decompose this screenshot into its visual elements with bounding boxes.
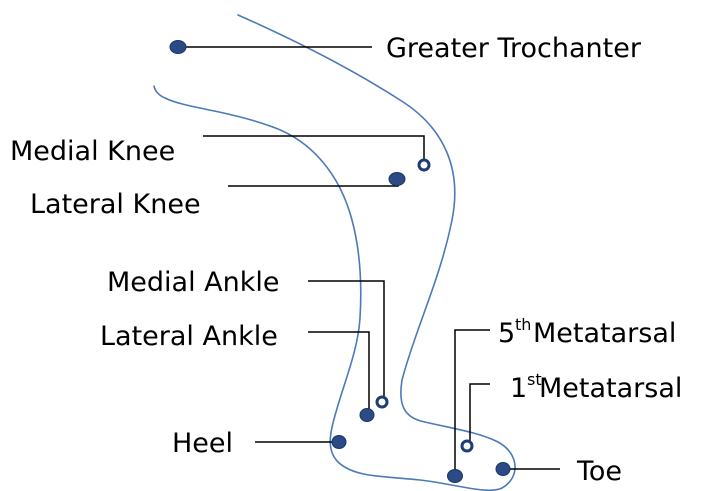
label-fifth-metatarsal-number: 5 [498,318,515,349]
label-first-metatarsal-name: Metatarsal [539,373,682,404]
marker-greater-trochanter [170,41,186,54]
label-fifth-metatarsal-suffix: th [515,315,531,334]
marker-first-metatarsal [462,441,472,451]
label-first-metatarsal-number: 1 [510,373,527,404]
label-fifth-metatarsal: 5 th Metatarsal [498,315,676,349]
label-medial-knee: Medial Knee [10,136,175,167]
leader-fifth-metatarsal [455,330,490,476]
marker-toe [496,463,510,476]
marker-medial-knee [419,160,429,170]
label-toe: Toe [576,456,622,487]
leg-outline [154,15,515,490]
marker-fifth-metatarsal [448,470,463,483]
marker-lateral-ankle [360,409,374,422]
label-heel: Heel [172,428,233,459]
label-fifth-metatarsal-name: Metatarsal [533,318,676,349]
marker-heel [332,436,346,449]
label-medial-ankle: Medial Ankle [107,267,280,298]
leader-lateral-knee [228,180,398,186]
label-first-metatarsal: 1 st Metatarsal [510,370,682,404]
label-lateral-ankle: Lateral Ankle [100,321,278,352]
leader-medial-knee [203,136,424,164]
leader-medial-ankle [308,281,384,401]
label-greater-trochanter: Greater Trochanter [386,33,642,64]
label-lateral-knee: Lateral Knee [30,189,201,220]
marker-medial-ankle [377,397,387,407]
leader-first-metatarsal [470,384,490,445]
marker-lateral-knee [389,173,405,186]
